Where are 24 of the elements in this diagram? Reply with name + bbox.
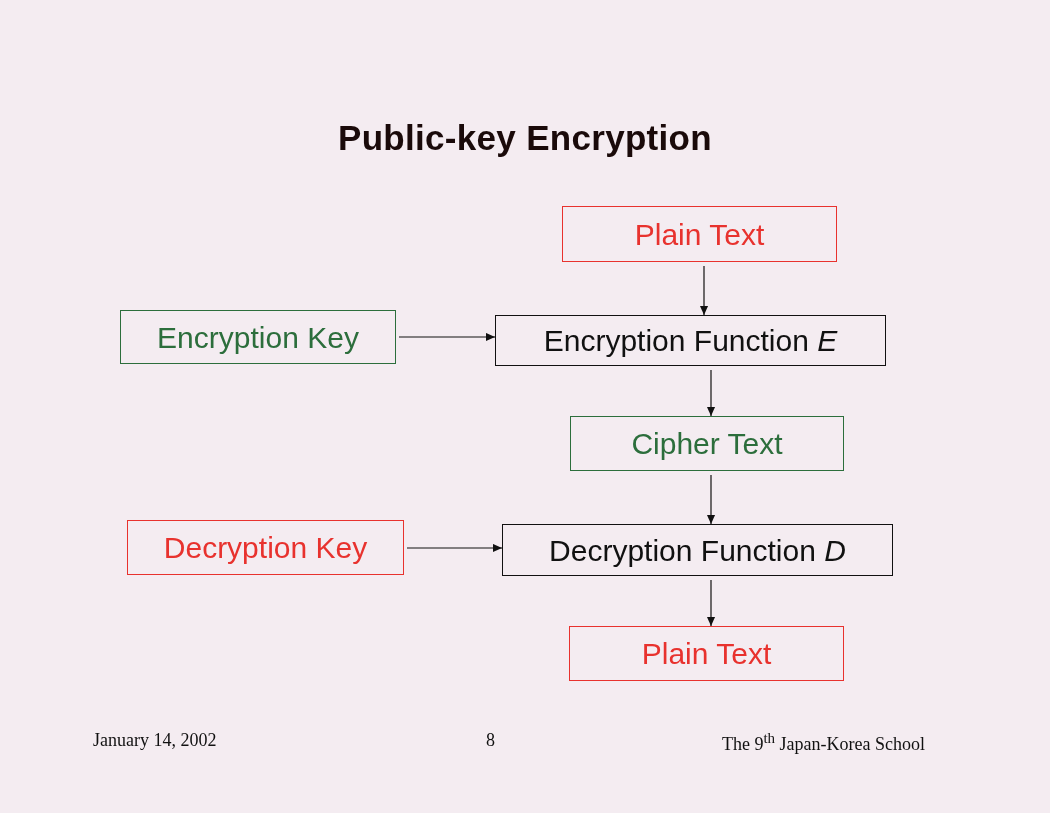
arrow bbox=[406, 543, 503, 553]
process-box bbox=[502, 524, 893, 576]
arrow bbox=[699, 265, 709, 316]
box-label: Encryption Key bbox=[157, 320, 359, 354]
box-label: Plain Text bbox=[634, 217, 765, 251]
date-text: January 14, 2002 bbox=[93, 730, 217, 751]
process-box bbox=[569, 626, 844, 681]
footer-text: The 9$^{th}$ Japan-Korea School bbox=[721, 730, 925, 755]
process-box bbox=[127, 520, 404, 575]
arrow bbox=[706, 369, 716, 417]
box-label: Decryption Key bbox=[163, 531, 368, 564]
process-box bbox=[120, 310, 396, 364]
arrow bbox=[398, 332, 496, 342]
slide-title: Public-key Encryption bbox=[337, 118, 713, 158]
arrow bbox=[706, 579, 716, 627]
box-label: Plain Text bbox=[641, 637, 772, 670]
box-label: Decryption Function D bbox=[549, 533, 846, 567]
process-box bbox=[570, 416, 844, 471]
box-label: Encryption Function E bbox=[543, 324, 838, 357]
arrow bbox=[706, 474, 716, 525]
process-box bbox=[562, 206, 837, 262]
page-number: 8 bbox=[486, 730, 495, 751]
box-label: Cipher Text bbox=[631, 427, 783, 460]
process-box bbox=[495, 315, 886, 366]
